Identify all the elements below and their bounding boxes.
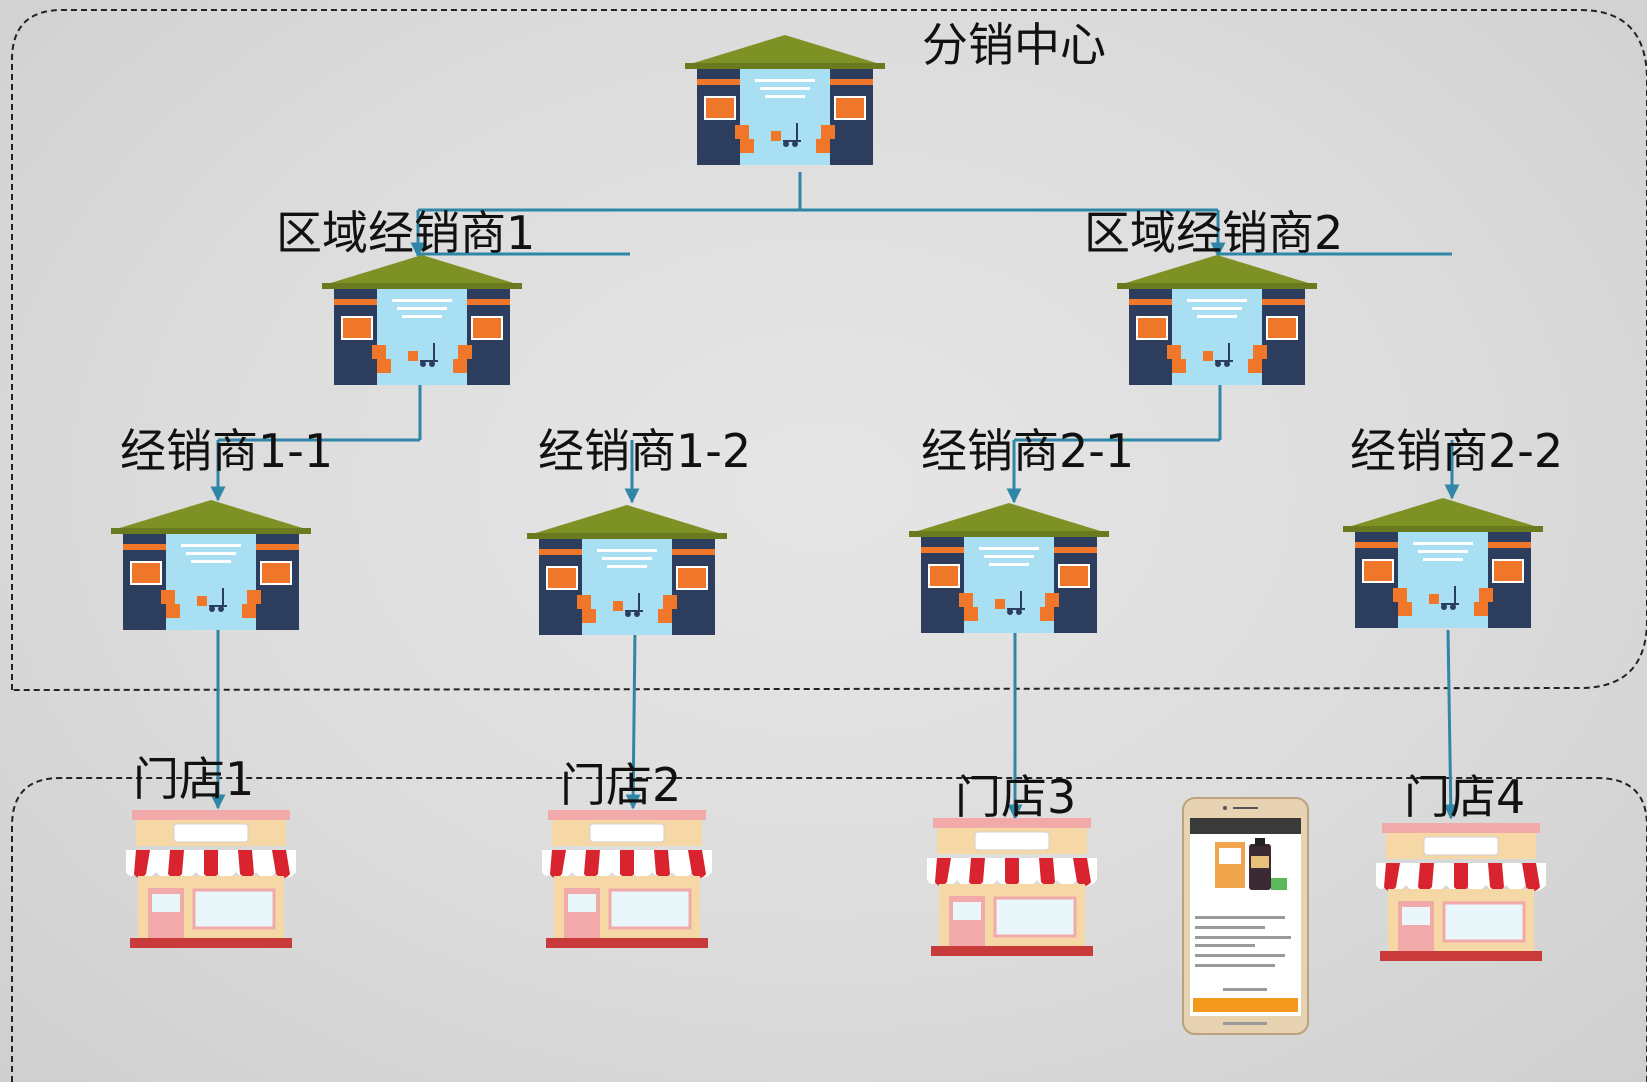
distributor-boundary [11, 9, 1647, 692]
node-label-dealer-1-2: 经销商1-2 [538, 424, 752, 478]
storefront-icon-1 [124, 808, 298, 950]
warehouse-icon-dealer-2-1 [908, 502, 1110, 634]
node-label-store-2: 门店2 [560, 758, 682, 812]
warehouse-icon-regional-1 [321, 254, 523, 386]
node-label-regional-2: 区域经销商2 [1084, 206, 1344, 260]
node-label-dealer-2-2: 经销商2-2 [1350, 424, 1564, 478]
warehouse-icon-dealer-1-2 [526, 504, 728, 636]
warehouse-icon-center [684, 34, 886, 166]
node-label-store-3: 门店3 [955, 770, 1077, 824]
storefront-icon-4 [1374, 821, 1548, 963]
storefront-icon-3 [925, 816, 1099, 958]
node-label-store-4: 门店4 [1404, 770, 1526, 824]
node-label-dealer-1-1: 经销商1-1 [120, 424, 334, 478]
node-label-dealer-2-1: 经销商2-1 [921, 424, 1135, 478]
warehouse-icon-regional-2 [1116, 254, 1318, 386]
store-boundary [11, 777, 1647, 1082]
storefront-icon-2 [540, 808, 714, 950]
node-label-regional-1: 区域经销商1 [276, 206, 536, 260]
phone-icon [1182, 797, 1309, 1035]
warehouse-icon-dealer-2-2 [1342, 497, 1544, 629]
node-label-store-1: 门店1 [133, 752, 255, 806]
connectors [210, 172, 1460, 820]
warehouse-icon-dealer-1-1 [110, 499, 312, 631]
node-label-distribution-center: 分销中心 [922, 18, 1106, 72]
